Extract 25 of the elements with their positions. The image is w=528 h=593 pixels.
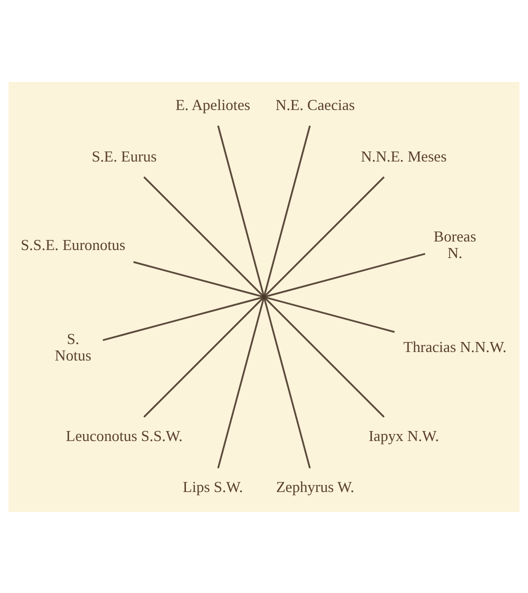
node-text: Boreas N. [434,228,476,262]
node-text: N.E. Caecias [275,96,355,114]
connector [264,298,311,468]
connector [266,296,395,332]
node-text: Iapyx N.W. [368,427,439,444]
node-text: Thracias N.N.W. [403,338,506,356]
connector [266,252,426,297]
connector [265,176,385,296]
connector [143,298,263,418]
node-point [261,294,267,300]
connector [143,176,263,296]
node-text: Zephyrus W. [276,478,354,496]
connector [264,125,311,294]
node-text: S.E. Eurus [92,148,157,165]
connector [217,298,264,468]
node-text: Lips S.W. [182,478,243,496]
node-text: S. Notus [54,330,92,364]
node-text: N.N.E. Meses [360,148,447,165]
connector [102,296,262,341]
connector [265,298,385,418]
node-text: E. Apeliotes [175,96,250,114]
connector [133,260,262,297]
node-text: Leuconotus S.S.W. [66,427,183,444]
node-text: S.S.E. Euronotus [20,236,126,254]
connector [217,125,264,294]
